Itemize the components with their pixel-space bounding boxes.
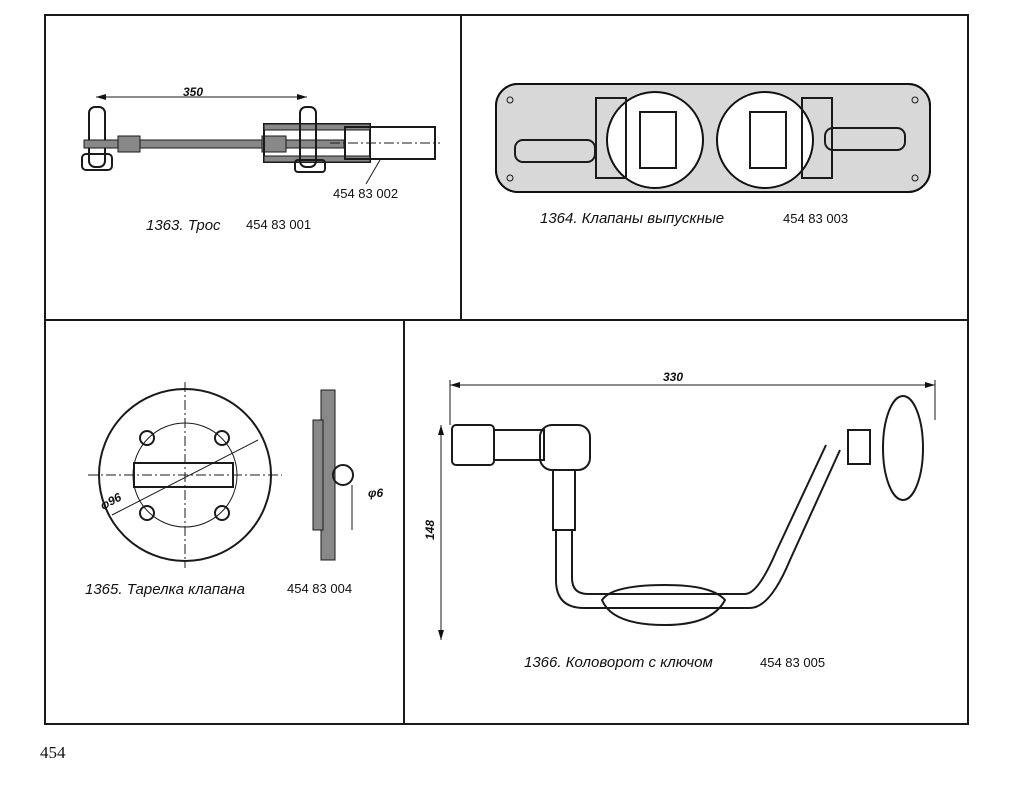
page-number: 454: [40, 743, 66, 762]
figure-caption: 1363. Трос: [146, 217, 221, 234]
dimension-148: 148: [423, 520, 437, 540]
figure-caption: 1366. Коловорот с ключом: [524, 654, 713, 671]
figure-1364-exhaust-valves: 1364. Клапаны выпускные 454 83 003: [495, 83, 931, 227]
figure-caption: 1364. Клапаны выпускные: [540, 210, 724, 227]
figure-caption: 1365. Тарелка клапана: [85, 581, 245, 598]
catalog-code: 454 83 004: [287, 581, 352, 596]
page-frame: [44, 14, 969, 725]
plate-drawing: [88, 382, 354, 568]
catalog-code: 454 83 005: [760, 655, 825, 670]
figure-1365-valve-plate: φ96 φ6 1365. Тарелка клапана 454 83 004: [85, 382, 383, 598]
catalog-code: 454 83 003: [783, 211, 848, 226]
figure-1366-brace: 330 148 1366. Коловорот с ключом 454 83 …: [423, 370, 936, 671]
cable-drawing: [81, 94, 440, 185]
part-code: 454 83 002: [333, 186, 398, 201]
valves-drawing: [495, 83, 931, 193]
catalog-code: 454 83 001: [246, 217, 311, 232]
dimension-350: 350: [183, 85, 203, 99]
brace-drawing: [438, 380, 936, 640]
figure-1363-cable: 350 454 83 002 1363. Трос 454 83 001: [81, 85, 440, 234]
diameter-6: φ6: [368, 486, 383, 500]
dimension-330: 330: [663, 370, 683, 384]
